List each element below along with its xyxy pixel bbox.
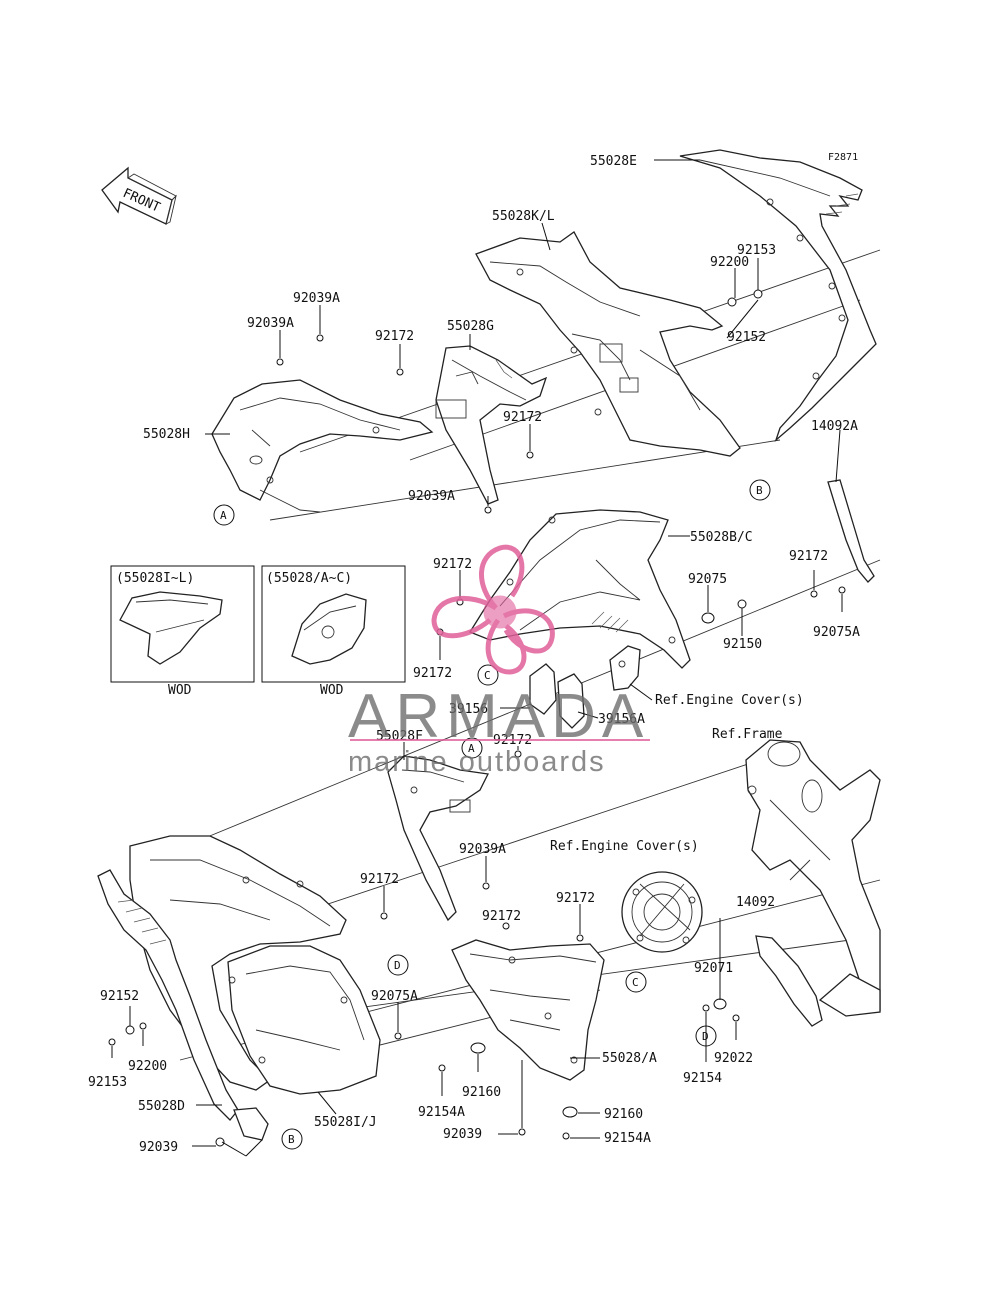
part-92150: 92150 [723, 637, 762, 652]
frame-shape [745, 739, 881, 1012]
part-92039A-4: 92039A [459, 842, 506, 857]
watermark-tagline: marine outboards [348, 746, 606, 778]
inset-box-1: (55028I~L) WOD [110, 565, 255, 698]
cowl-55028E-shape [679, 149, 877, 443]
part-14092A: 14092A [811, 419, 858, 434]
svg-text:A: A [468, 742, 475, 755]
leader-lines [111, 159, 843, 1157]
watermark: ARMADA marine outboards [348, 544, 650, 778]
cowl-55028A-shape [451, 939, 605, 1081]
svg-text:D: D [702, 1030, 709, 1043]
part-55028D: 55028D [138, 1099, 185, 1114]
ref-engine-cover-upper: Ref.Engine Cover(s) [655, 693, 804, 708]
callout-d-left: D [387, 954, 409, 976]
cowl-55028BC-shape [469, 509, 691, 669]
svg-text:C: C [484, 669, 491, 682]
part-92160-2: 92160 [604, 1107, 643, 1122]
part-55028H: 55028H [143, 427, 190, 442]
svg-text:B: B [288, 1133, 295, 1146]
part-92172-3: 92172 [433, 557, 472, 572]
part-92154A-2: 92154A [604, 1131, 651, 1146]
cowl-55028F-shape [387, 755, 489, 922]
cowl-55028H-shape [211, 379, 434, 513]
part-92160-1: 92160 [462, 1085, 501, 1100]
part-92154: 92154 [683, 1071, 722, 1086]
part-92071: 92071 [694, 961, 733, 976]
part-92152-bot: 92152 [100, 989, 139, 1004]
part-92172-5: 92172 [413, 666, 452, 681]
ref-frame: Ref.Frame [712, 727, 783, 742]
figure-code: F2871 [828, 152, 858, 163]
part-92153-top: 92153 [737, 243, 776, 258]
part-92154A-1: 92154A [418, 1105, 465, 1120]
bracket-shape [609, 645, 641, 691]
part-14092: 14092 [736, 895, 775, 910]
inset-label-1: (55028I~L) [116, 571, 194, 586]
part-92172-2: 92172 [503, 410, 542, 425]
part-92075A-2: 92075A [371, 989, 418, 1004]
watermark-flower-logo [431, 544, 555, 675]
part-92022: 92022 [714, 1051, 753, 1066]
callout-c-lower: C [625, 971, 647, 993]
part-55028KL: 55028K/L [492, 209, 555, 224]
part-92039A-2: 92039A [247, 316, 294, 331]
part-55028G: 55028G [447, 319, 494, 334]
svg-text:C: C [632, 976, 639, 989]
cowl-55028G-shape [435, 345, 548, 505]
part-92075: 92075 [688, 572, 727, 587]
part-92152-top: 92152 [727, 330, 766, 345]
part-92039A-3: 92039A [408, 489, 455, 504]
part-55028A: 55028/A [602, 1051, 657, 1066]
engine-cover-shape [621, 871, 703, 953]
inset-caption-1: WOD [168, 683, 192, 698]
part-39156A: 39156A [598, 712, 645, 727]
part-92075A-1: 92075A [813, 625, 860, 640]
stay-14092-shape [755, 935, 881, 1027]
part-92172-4: 92172 [789, 549, 828, 564]
part-92039A-1: 92039A [293, 291, 340, 306]
part-55028IJ: 55028I/J [314, 1115, 377, 1130]
part-92039-bot: 92039 [139, 1140, 178, 1155]
ref-engine-cover-lower: Ref.Engine Cover(s) [550, 839, 699, 854]
callout-c-upper: C [477, 664, 499, 686]
part-92200-top: 92200 [710, 255, 749, 270]
part-55028BC: 55028B/C [690, 530, 753, 545]
part-92172-8: 92172 [556, 891, 595, 906]
part-92200-bot: 92200 [128, 1059, 167, 1074]
inset-label-2: (55028/A~C) [266, 571, 352, 586]
svg-text:B: B [756, 484, 763, 497]
front-arrow-icon: FRONT [101, 166, 177, 225]
part-92172-9: 92172 [482, 909, 521, 924]
callout-b-lower: B [281, 1128, 303, 1150]
svg-text:D: D [394, 959, 401, 972]
part-55028E: 55028E [590, 154, 637, 169]
cowl-55028KL-shape [475, 231, 741, 457]
inset-box-2: (55028/A~C) WOD [261, 565, 406, 698]
callout-b-upper: B [749, 479, 771, 501]
callout-a-upper: A [213, 504, 235, 526]
part-39156: 39156 [449, 702, 488, 717]
rubber-39156-shape [529, 663, 585, 729]
part-92153-bot: 92153 [88, 1075, 127, 1090]
part-92172-1: 92172 [375, 329, 414, 344]
part-92172-7: 92172 [360, 872, 399, 887]
fastener-set [108, 289, 846, 1147]
callout-a-lower: A [461, 737, 483, 759]
svg-text:A: A [220, 509, 227, 522]
side-strip-55028D-shape [97, 869, 269, 1141]
stay-14092A-shape [827, 479, 875, 583]
part-92039: 92039 [443, 1127, 482, 1142]
inset-caption-2: WOD [320, 683, 344, 698]
